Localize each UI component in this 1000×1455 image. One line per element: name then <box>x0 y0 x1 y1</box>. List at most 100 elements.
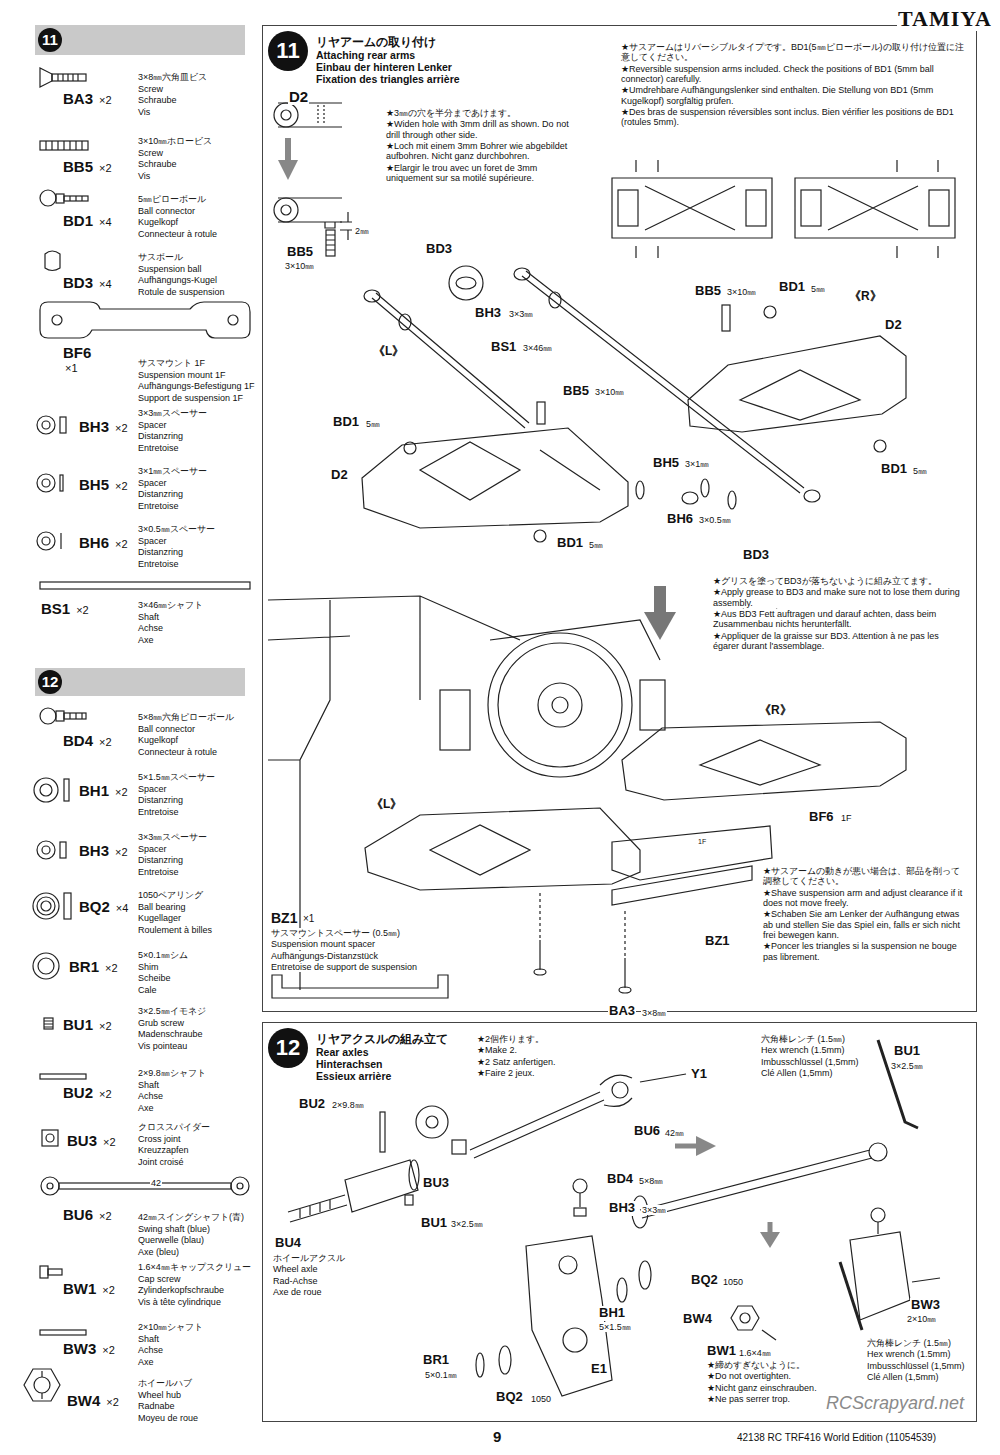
callout-label: BB5 <box>694 284 722 299</box>
rear-arm-illustration <box>688 336 906 432</box>
part-description: Madenschraube <box>137 1029 204 1039</box>
note-text: ★サスアームはリバーシブルタイプです。BD1(5㎜ピローボール)の取り付け位置に… <box>620 42 967 63</box>
part-icon <box>56 194 64 203</box>
part-description: Axe <box>137 1103 155 1113</box>
callout-label: D2 <box>884 318 903 333</box>
rear-arm-illustration <box>285 138 291 162</box>
callout-label: ×1 <box>302 913 315 925</box>
rear-arm-illustration <box>365 808 640 890</box>
part-icon <box>37 474 55 492</box>
rear-axle-illustration <box>405 1195 413 1205</box>
callout-label: 42㎜ <box>664 1128 685 1138</box>
callout-label: BQ2 <box>495 1390 524 1405</box>
part-icon <box>41 1177 59 1195</box>
rear-arm-illustration <box>498 643 622 767</box>
callout-label: BD3 <box>742 548 770 563</box>
rear-axle-illustration <box>345 1160 418 1212</box>
callout-label: BW3 <box>910 1298 941 1313</box>
part-description: Axe (bleu) <box>137 1247 180 1257</box>
rear-arm-illustration <box>362 428 628 528</box>
rear-arm-illustration <box>540 890 625 956</box>
part-quantity: ×2 <box>114 480 129 493</box>
callout-label: BW1 <box>706 1344 737 1359</box>
part-description: Kugellager <box>137 913 182 923</box>
part-description: Roulement à billes <box>137 925 213 935</box>
part-description: Achse <box>137 1091 164 1101</box>
rear-arm-illustration <box>538 683 582 727</box>
callout-label: BH3 <box>474 306 502 321</box>
rear-arm-illustration <box>399 314 411 330</box>
rear-arm-illustration <box>488 633 632 777</box>
rear-axle-illustration <box>288 1040 940 1396</box>
part-quantity: ×1 <box>64 362 79 375</box>
rear-arm-illustration <box>490 620 660 660</box>
callout-label: BU2 <box>298 1097 326 1112</box>
rear-axle-illustration <box>612 1082 628 1098</box>
note-text: ★サスアームの動きが悪い場合は、部品を削って調整してください。 <box>762 866 969 887</box>
rear-axle-illustration <box>563 1328 587 1352</box>
note-text: ★Apply grease to BD3 and make sure not t… <box>712 587 966 608</box>
part-code: BH3 <box>78 842 110 859</box>
note-text: 六角棒レンチ (1.5㎜) <box>760 1034 846 1044</box>
rear-arm-illustration <box>636 481 644 499</box>
rear-arm-illustration <box>326 230 335 256</box>
rear-axle-illustration <box>574 1208 586 1216</box>
part-description: Ball bearing <box>137 902 187 912</box>
part-description: Spacer <box>137 420 168 430</box>
callout-label: BD1 <box>880 462 908 477</box>
callout-label: BB5 <box>286 245 314 260</box>
part-code: BH6 <box>78 534 110 551</box>
rear-arm-illustration <box>622 722 906 800</box>
part-description: Scheibe <box>137 973 172 983</box>
rear-arm-illustration <box>534 530 546 542</box>
rear-arm-illustration <box>278 198 342 222</box>
rear-arm-illustration <box>537 402 545 424</box>
callout-label: 5㎜ <box>810 284 826 294</box>
part-icon <box>52 74 86 81</box>
part-description: 5×8㎜六角ピローボール <box>137 712 235 722</box>
part-description: Distanzring <box>137 489 184 499</box>
callout-label: 2㎜ <box>354 226 370 236</box>
note-text: Wheel axle <box>272 1264 319 1274</box>
part-description: Ball connector <box>137 206 196 216</box>
part-description: Grub screw <box>137 1018 185 1028</box>
part-description: Connecteur à rotule <box>137 747 218 757</box>
part-code: BR1 <box>68 958 100 975</box>
part-icon <box>64 196 88 201</box>
rear-axle-illustration <box>760 1232 780 1248</box>
note-text: Hex wrench (1.5mm) <box>866 1349 952 1359</box>
part-icon <box>40 1266 48 1278</box>
step-title: Rear axles <box>315 1046 370 1058</box>
part-description: 42㎜スイングシャフト(青) <box>137 1212 245 1222</box>
callout-label: 3×8㎜ <box>641 1008 667 1018</box>
part-icon <box>33 953 59 979</box>
rear-arm-illustration <box>534 969 546 975</box>
part-icon <box>40 708 56 724</box>
part-description: Suspension ball <box>137 264 203 274</box>
note-text: ★Shave suspension arm and adjust clearan… <box>762 888 969 909</box>
part-description: サスボール <box>137 252 184 262</box>
callout-label: BU6 <box>633 1124 661 1139</box>
part-description: 2×10㎜シャフト <box>137 1322 204 1332</box>
part-icon <box>228 315 238 325</box>
part-description: Rotule de suspension <box>137 287 226 297</box>
rear-axle-illustration <box>740 1313 750 1323</box>
rear-axle-illustration <box>871 1208 885 1222</box>
part-quantity: ×2 <box>114 846 129 859</box>
rear-axle-illustration <box>912 1278 940 1282</box>
part-code: BH1 <box>78 782 110 799</box>
part-description: Distanzring <box>137 795 184 805</box>
rear-arm-illustration <box>552 697 568 713</box>
part-description: Entretoise <box>137 443 180 453</box>
part-icon <box>60 417 66 433</box>
rear-axle-illustration <box>762 1330 776 1340</box>
rear-arm-illustration <box>612 178 772 238</box>
part-description: Vis <box>137 171 151 181</box>
part-description: Swing shaft (blue) <box>137 1224 211 1234</box>
callout-label: BU3 <box>422 1176 450 1191</box>
part-description: 1.6×4㎜キャップスクリュー <box>137 1262 252 1272</box>
note-text: Imbusschlüssel (1,5mm) <box>760 1057 860 1067</box>
callout-label: 3×3㎜ <box>641 1205 667 1215</box>
note-text: ★Schaben Sie am Lenker der Aufhängung et… <box>762 909 969 940</box>
part-icon <box>42 479 50 487</box>
